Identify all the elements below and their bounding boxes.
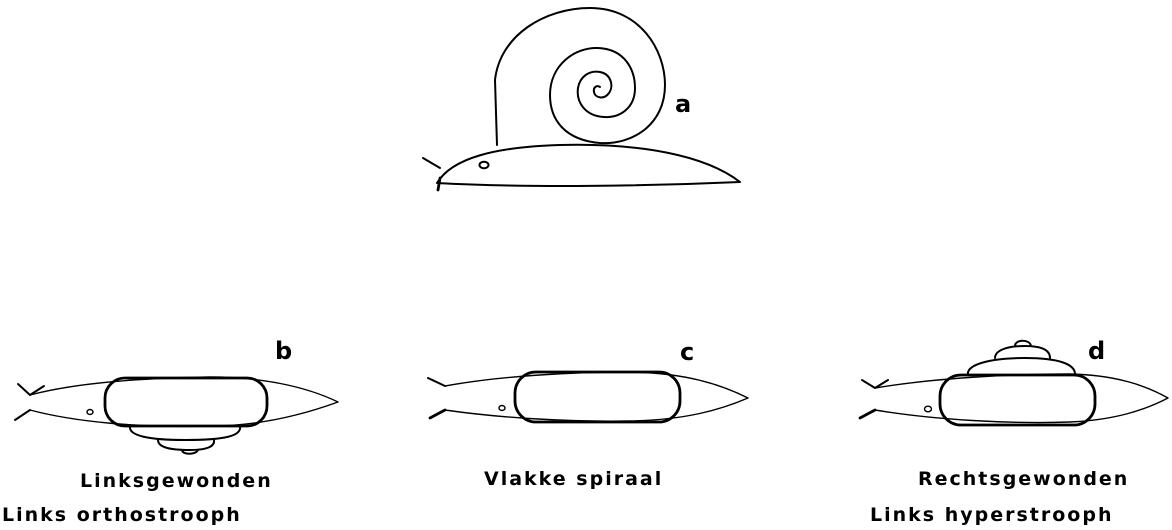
- label-c: c: [680, 338, 694, 366]
- snail-d-body: [875, 374, 1168, 423]
- snail-c-top-view: c Vlakke spiraal: [428, 338, 748, 490]
- snail-d-eye: [925, 406, 932, 412]
- snail-a-tentacle-lower: [438, 178, 440, 190]
- snail-b-shell: [105, 378, 267, 426]
- snail-a-tentacle-upper: [423, 158, 440, 168]
- caption-b-line2: Links orthostrooph: [2, 504, 242, 526]
- snail-c-tentacle-lower: [430, 410, 445, 418]
- snail-d-top-view: d Rechtsgewonden Links hyperstrooph: [860, 337, 1168, 526]
- snail-a-side-view: a: [423, 8, 740, 190]
- snail-a-shell: [495, 8, 665, 145]
- snail-b-body: [30, 377, 338, 426]
- snail-b-eye: [87, 410, 93, 415]
- snail-b-spire: [130, 426, 240, 454]
- label-b: b: [275, 337, 292, 365]
- snail-d-spire: [968, 341, 1075, 375]
- snail-b-top-view: b Linksgewonden Links orthostrooph: [2, 337, 338, 526]
- snail-a-eye: [480, 162, 489, 168]
- snail-b-tentacle-lower: [15, 410, 30, 420]
- snail-c-body: [445, 372, 748, 421]
- snail-a-body: [437, 145, 740, 186]
- caption-c-line1: Vlakke spiraal: [484, 468, 663, 490]
- snail-c-tentacle-upper: [428, 378, 445, 386]
- snail-b-tentacle-upper: [18, 384, 44, 395]
- caption-d-line1: Rechtsgewonden: [918, 468, 1129, 490]
- snail-d-shell: [940, 375, 1095, 425]
- caption-b-line1: Linksgewonden: [80, 470, 273, 492]
- snail-c-shell: [515, 372, 680, 422]
- snail-d-tentacle-lower: [860, 410, 875, 418]
- label-a: a: [675, 90, 691, 118]
- snail-c-eye: [499, 406, 505, 411]
- label-d: d: [1088, 337, 1105, 365]
- caption-d-line2: Links hyperstrooph: [870, 504, 1113, 526]
